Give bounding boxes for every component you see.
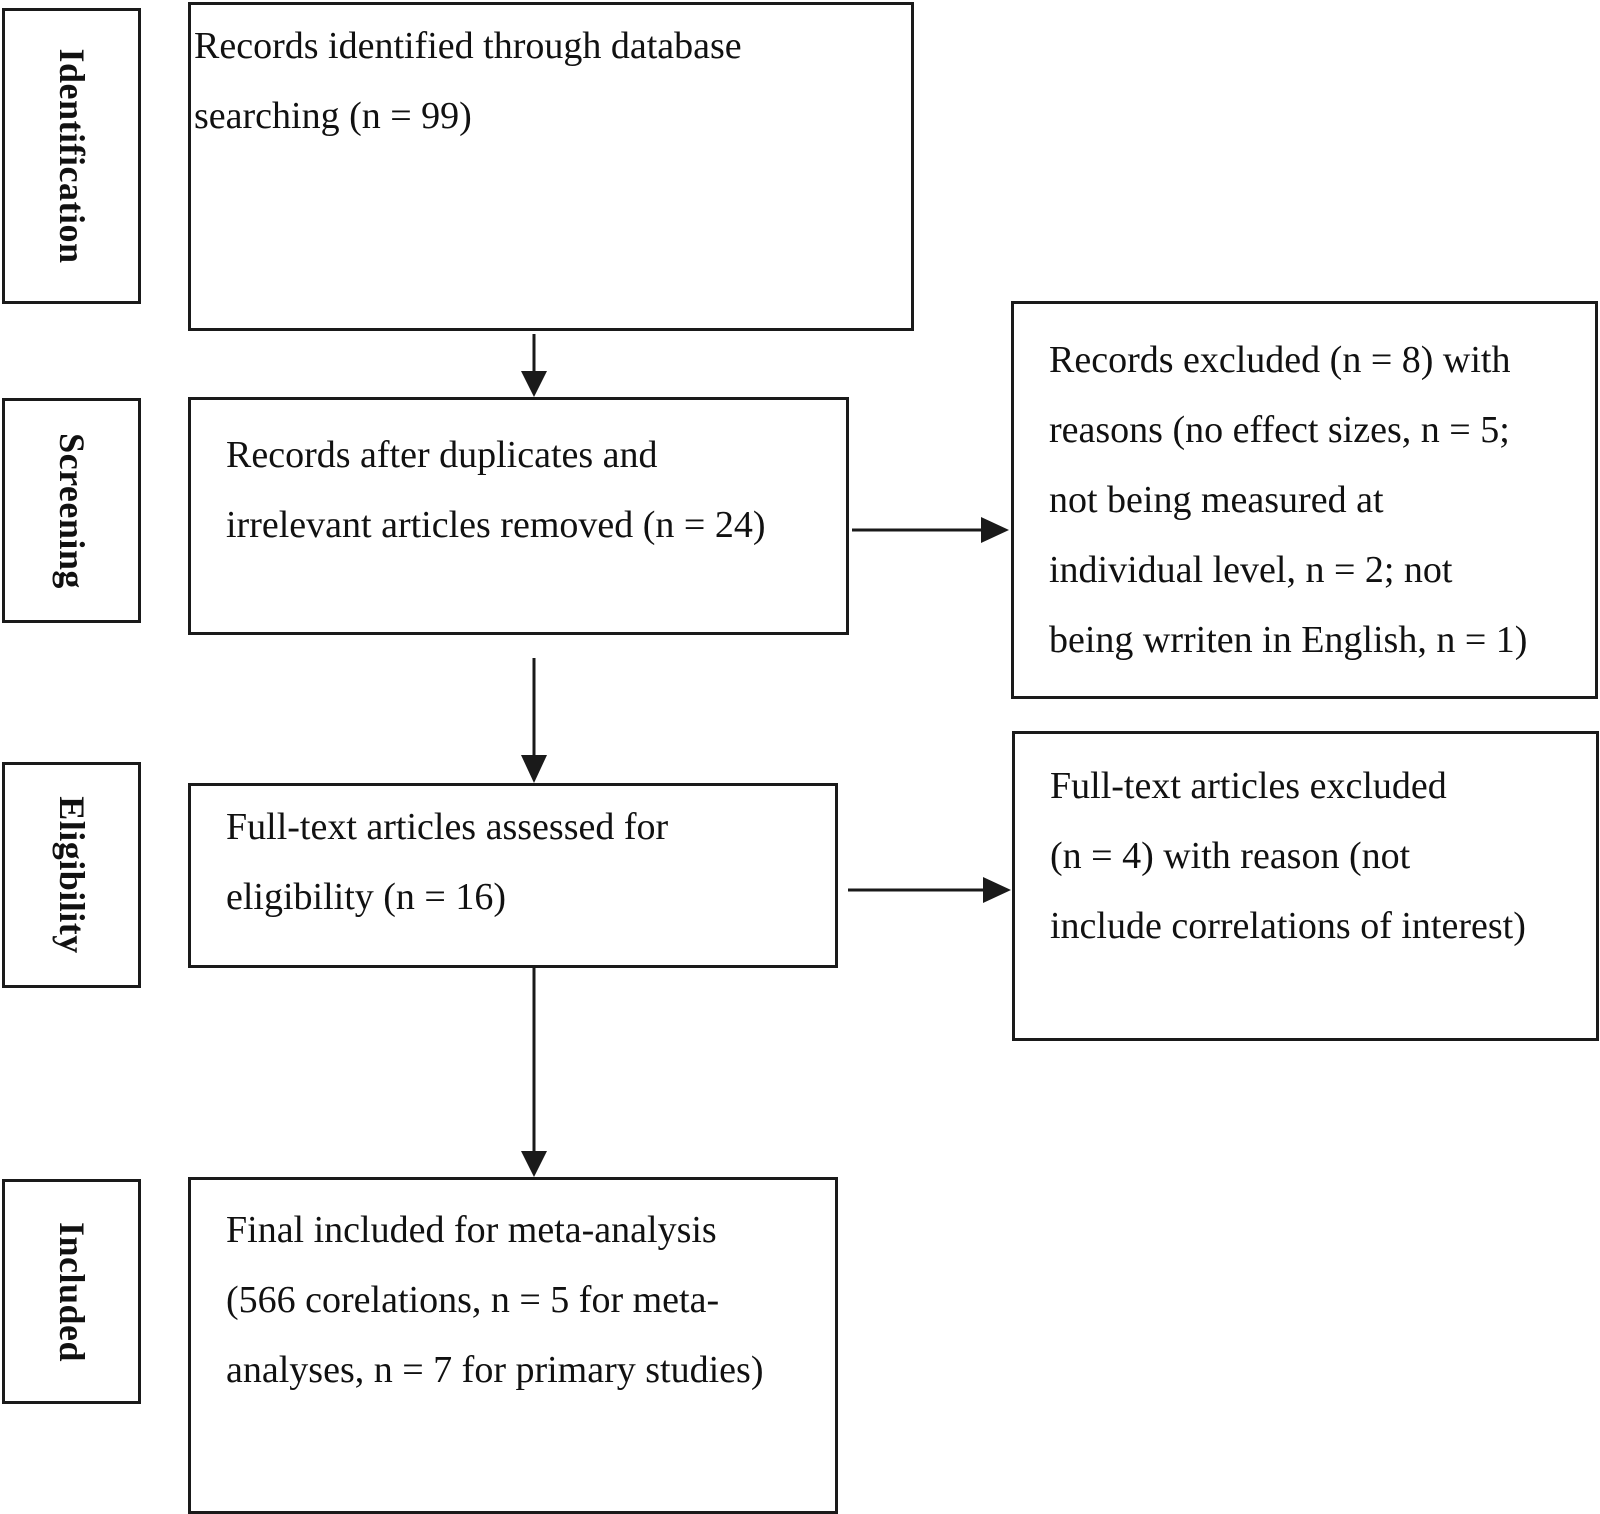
box-records-excluded-line-2: reasons (no effect sizes, n = 5;: [1049, 409, 1510, 451]
box-fulltext-assessed-line-1: Full-text articles assessed for: [226, 806, 669, 848]
box-records-excluded: Records excluded (n = 8) with reasons (n…: [1011, 301, 1598, 699]
arrowhead-identified-to-screened: [521, 371, 547, 397]
box-fulltext-excluded-line-2: (n = 4) with reason (not: [1050, 835, 1411, 877]
box-records-screened-line-1: Records after duplicates and: [226, 434, 658, 476]
box-records-identified: Records identified through database sear…: [188, 2, 914, 331]
stage-eligibility: Eligibility: [2, 762, 141, 988]
box-records-identified-line-1: Records identified through database: [194, 25, 742, 67]
box-records-excluded-line-1: Records excluded (n = 8) with: [1049, 339, 1511, 381]
box-fulltext-assessed-line-2: eligibility (n = 16): [226, 876, 507, 918]
box-final-included-line-3: analyses, n = 7 for primary studies): [226, 1349, 764, 1391]
box-records-excluded-line-4: individual level, n = 2; not: [1049, 549, 1453, 591]
box-records-excluded-line-3: not being measured at: [1049, 479, 1384, 521]
box-records-identified-line-2: searching (n = 99): [194, 95, 472, 137]
arrowhead-eligibility-to-excluded: [983, 877, 1011, 903]
arrowhead-screened-to-eligibility: [521, 755, 547, 783]
stage-included: Included: [2, 1179, 141, 1404]
box-fulltext-assessed: Full-text articles assessed for eligibil…: [188, 783, 838, 968]
stage-screening: Screening: [2, 398, 141, 623]
box-records-screened-line-2: irrelevant articles removed (n = 24): [226, 504, 766, 546]
arrowhead-eligibility-to-included: [521, 1151, 547, 1177]
arrowhead-screened-to-excluded: [981, 517, 1009, 543]
box-final-included-line-2: (566 corelations, n = 5 for meta-: [226, 1279, 720, 1321]
box-final-included-line-1: Final included for meta-analysis: [226, 1209, 717, 1251]
box-records-excluded-line-5: being wrriten in English, n = 1): [1049, 619, 1528, 661]
stage-identification: Identification: [2, 8, 141, 304]
box-fulltext-excluded-line-3: include correlations of interest): [1050, 905, 1526, 947]
box-fulltext-excluded-line-1: Full-text articles excluded: [1050, 765, 1447, 807]
box-final-included: Final included for meta-analysis (566 co…: [188, 1177, 838, 1514]
box-fulltext-excluded: Full-text articles excluded (n = 4) with…: [1012, 731, 1599, 1041]
box-records-screened: Records after duplicates and irrelevant …: [188, 397, 849, 635]
